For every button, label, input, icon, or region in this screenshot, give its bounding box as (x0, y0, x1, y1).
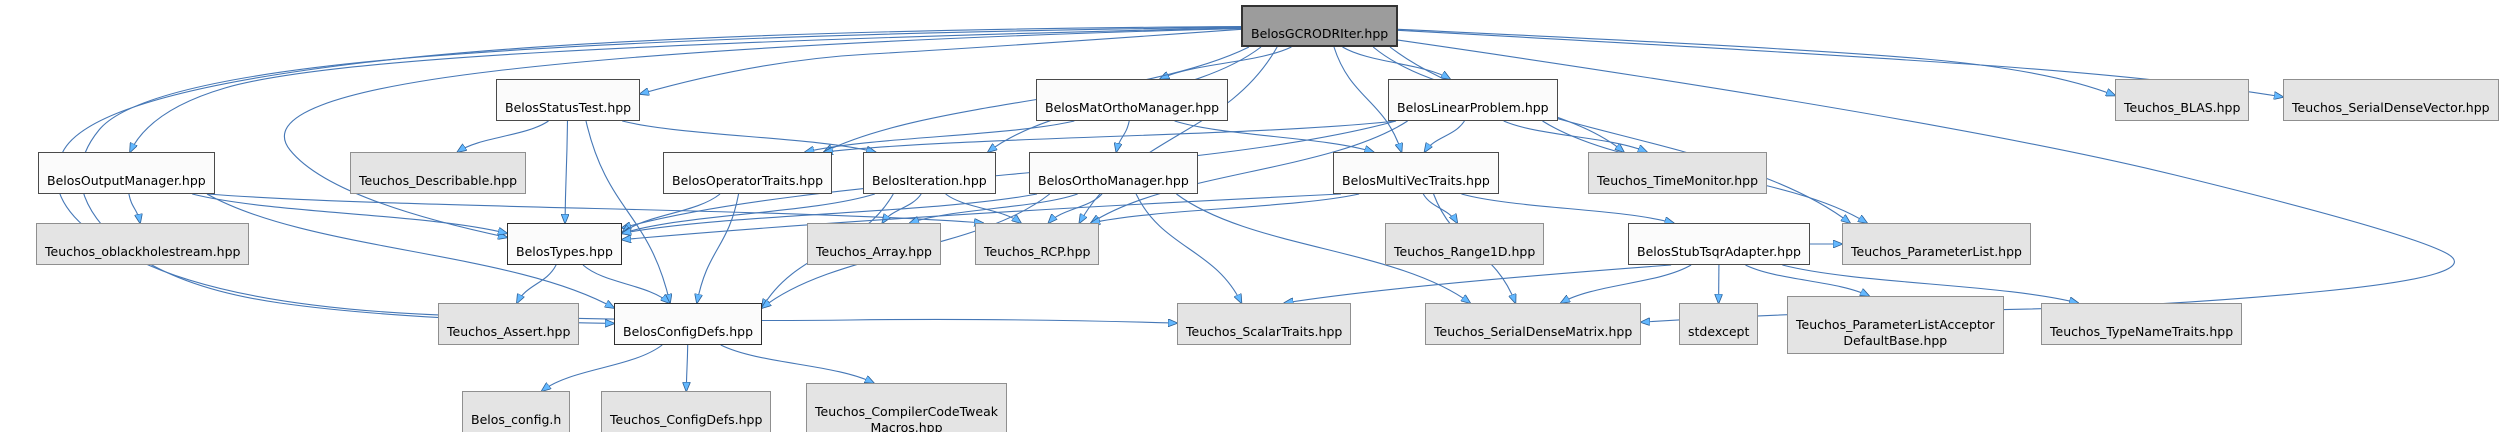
node-assert: Teuchos_Assert.hpp (438, 303, 580, 345)
node-label: stdexcept (1688, 324, 1750, 339)
edge-multi-vec-traits-to-rcp (1091, 193, 1360, 223)
edge-multi-vec-traits-to-range1d (1422, 193, 1457, 223)
node-config-defs[interactable]: BelosConfigDefs.hpp (614, 303, 762, 345)
node-types[interactable]: BelosTypes.hpp (507, 223, 622, 265)
edge-mat-ortho-manager-to-operator-traits (805, 120, 1075, 152)
node-stdexcept: stdexcept (1679, 303, 1759, 345)
node-serial-dense-matrix: Teuchos_SerialDenseMatrix.hpp (1425, 303, 1642, 345)
edge-multi-vec-traits-to-stub-tsqr-adapter (1461, 193, 1673, 223)
node-label: BelosGCRODRIter.hpp (1251, 26, 1389, 41)
edge-iteration-to-array (882, 193, 922, 223)
node-label: Teuchos_TimeMonitor.hpp (1597, 173, 1759, 188)
node-range1d: Teuchos_Range1D.hpp (1385, 223, 1545, 265)
node-blas: Teuchos_BLAS.hpp (2115, 79, 2250, 121)
node-label: BelosStatusTest.hpp (505, 100, 632, 115)
node-rcp: Teuchos_RCP.hpp (975, 223, 1100, 265)
edge-output-manager-to-oblackholestream (128, 193, 140, 223)
edge-ortho-manager-to-rcp (1048, 193, 1103, 223)
node-label: Teuchos_oblackholestream.hpp (45, 244, 241, 259)
edge-status-test-to-types (565, 120, 567, 223)
node-label: BelosOutputManager.hpp (47, 173, 206, 188)
edge-config-defs-to-belos-config (542, 344, 663, 391)
edge-types-to-assert (517, 264, 557, 303)
node-label: BelosMatOrthoManager.hpp (1045, 100, 1220, 115)
edge-config-defs-to-compiler-code-tweak-macros (720, 344, 874, 383)
node-label: BelosMultiVecTraits.hpp (1342, 173, 1490, 188)
node-ortho-manager[interactable]: BelosOrthoManager.hpp (1029, 152, 1198, 194)
node-label: BelosOrthoManager.hpp (1038, 173, 1189, 188)
node-label: Teuchos_SerialDenseVector.hpp (2292, 100, 2490, 115)
node-describable: Teuchos_Describable.hpp (350, 152, 527, 194)
edge-operator-traits-to-config-defs (697, 193, 740, 303)
node-belos-config: Belos_config.h (462, 391, 571, 432)
node-label: BelosIteration.hpp (872, 173, 987, 188)
edge-types-to-config-defs (582, 264, 669, 303)
edge-status-test-to-config-defs (585, 120, 670, 303)
edge-gcrodr-iter-to-types (283, 27, 1242, 237)
node-label: BelosLinearProblem.hpp (1397, 100, 1549, 115)
node-label: BelosConfigDefs.hpp (623, 324, 753, 339)
node-label: Teuchos_ConfigDefs.hpp (610, 412, 763, 427)
node-parameter-list: Teuchos_ParameterList.hpp (1842, 223, 2031, 265)
node-scalar-traits: Teuchos_ScalarTraits.hpp (1177, 303, 1352, 345)
node-label: Teuchos_TypeNameTraits.hpp (2050, 324, 2234, 339)
node-label: Teuchos_Range1D.hpp (1394, 244, 1536, 259)
edge-ortho-manager-to-array (910, 193, 1078, 223)
edge-stub-tsqr-adapter-to-serial-dense-matrix (1561, 264, 1692, 303)
edge-iteration-to-rcp (945, 193, 1021, 223)
node-pl-acceptor-default-base: Teuchos_ParameterListAcceptor DefaultBas… (1787, 296, 2004, 354)
edge-gcrodr-iter-to-mat-ortho-manager (1160, 46, 1292, 79)
node-time-monitor: Teuchos_TimeMonitor.hpp (1588, 152, 1768, 194)
edge-gcrodr-iter-to-linear-problem (1342, 46, 1450, 79)
edge-stub-tsqr-adapter-to-scalar-traits (1284, 264, 1672, 303)
node-label: Teuchos_SerialDenseMatrix.hpp (1434, 324, 1633, 339)
edge-status-test-to-describable (458, 120, 549, 152)
edge-linear-problem-to-time-monitor (1503, 120, 1647, 152)
edge-config-defs-to-teuchos-config-defs (686, 344, 687, 391)
edge-mat-ortho-manager-to-multi-vec-traits (1174, 120, 1374, 152)
edge-linear-problem-to-multi-vec-traits (1425, 120, 1465, 152)
node-label: Teuchos_Describable.hpp (359, 173, 518, 188)
edge-ortho-manager-to-scalar-traits (1135, 193, 1241, 303)
node-teuchos-config-defs: Teuchos_ConfigDefs.hpp (601, 391, 772, 432)
node-label: BelosTypes.hpp (516, 244, 613, 259)
node-label: Teuchos_CompilerCodeTweak Macros.hpp (815, 404, 998, 432)
edge-mat-ortho-manager-to-ortho-manager (1116, 120, 1130, 152)
node-label: Teuchos_Array.hpp (816, 244, 932, 259)
node-oblackholestream: Teuchos_oblackholestream.hpp (36, 223, 250, 265)
node-label: Teuchos_Assert.hpp (447, 324, 571, 339)
node-stub-tsqr-adapter[interactable]: BelosStubTsqrAdapter.hpp (1628, 223, 1810, 265)
node-label: Teuchos_BLAS.hpp (2124, 100, 2241, 115)
edge-gcrodr-iter-to-parameter-list (1389, 46, 1850, 223)
node-gcrodr-iter: BelosGCRODRIter.hpp (1241, 5, 1399, 47)
node-label: Teuchos_ParameterListAcceptor DefaultBas… (1796, 317, 1995, 348)
node-label: Teuchos_ParameterList.hpp (1851, 244, 2022, 259)
node-label: Teuchos_RCP.hpp (984, 244, 1091, 259)
node-mat-ortho-manager[interactable]: BelosMatOrthoManager.hpp (1036, 79, 1229, 121)
edge-output-manager-to-rcp (206, 193, 983, 223)
edge-linear-problem-to-operator-traits (824, 120, 1397, 152)
node-multi-vec-traits[interactable]: BelosMultiVecTraits.hpp (1333, 152, 1499, 194)
node-output-manager[interactable]: BelosOutputManager.hpp (38, 152, 215, 194)
node-linear-problem[interactable]: BelosLinearProblem.hpp (1388, 79, 1558, 121)
node-compiler-code-tweak-macros: Teuchos_CompilerCodeTweak Macros.hpp (806, 383, 1007, 432)
node-type-name-traits: Teuchos_TypeNameTraits.hpp (2041, 303, 2243, 345)
edge-stub-tsqr-adapter-to-pl-acceptor-default-base (1745, 264, 1869, 296)
edge-status-test-to-iteration (622, 120, 875, 152)
node-operator-traits[interactable]: BelosOperatorTraits.hpp (663, 152, 833, 194)
node-array: Teuchos_Array.hpp (807, 223, 941, 265)
edge-operator-traits-to-types (622, 193, 721, 233)
node-label: Teuchos_ScalarTraits.hpp (1186, 324, 1343, 339)
node-status-test[interactable]: BelosStatusTest.hpp (496, 79, 641, 121)
node-label: BelosStubTsqrAdapter.hpp (1637, 244, 1801, 259)
node-label: Belos_config.h (471, 412, 562, 427)
node-label: BelosOperatorTraits.hpp (672, 173, 824, 188)
node-serial-dense-vector: Teuchos_SerialDenseVector.hpp (2283, 79, 2499, 121)
edge-gcrodr-iter-to-rcp (1079, 46, 1278, 223)
node-iteration[interactable]: BelosIteration.hpp (863, 152, 996, 194)
